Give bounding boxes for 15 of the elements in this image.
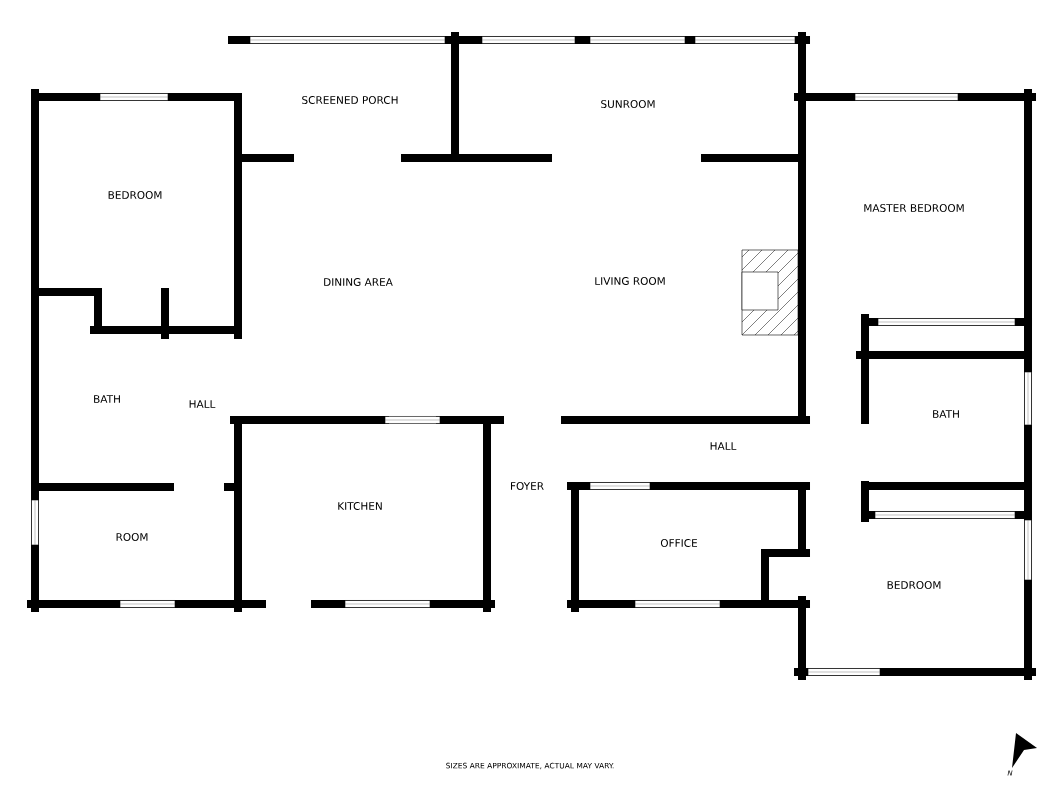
room-label: OFFICE: [660, 539, 698, 547]
room-label: KITCHEN: [338, 502, 382, 510]
room-label: DINING AREA: [324, 278, 393, 286]
room-label: HALL: [710, 442, 737, 450]
room-label: BEDROOM: [108, 191, 162, 199]
room-label: BATH: [94, 395, 120, 403]
room-label: BATH: [933, 410, 959, 418]
room-label: SUNROOM: [601, 100, 655, 108]
room-label: MASTER BEDROOM: [864, 204, 964, 212]
room-label: SCREENED PORCH: [302, 96, 398, 104]
room-label: LIVING ROOM: [595, 277, 665, 285]
room-label: FOYER: [511, 482, 544, 490]
room-label: BEDROOM: [887, 581, 941, 589]
room-label: HALL: [189, 400, 216, 408]
room-label: ROOM: [116, 533, 148, 541]
